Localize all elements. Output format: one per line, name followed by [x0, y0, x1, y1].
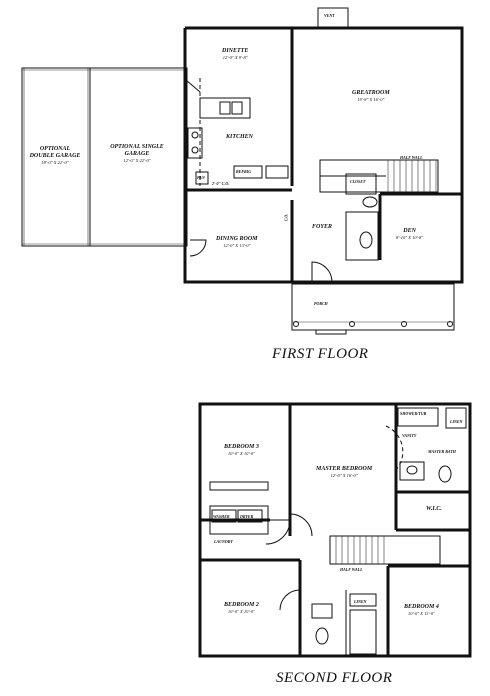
pan-label: PAN [197, 175, 205, 180]
pan-icon [195, 171, 209, 185]
closet-under-stair [345, 173, 377, 195]
porch-outline [291, 283, 455, 331]
linen-closet [445, 407, 467, 429]
den-label: DEN 8'-10" X 10'-8" [396, 228, 424, 240]
bedroom2-door-swing [279, 589, 301, 611]
vanity-icon [399, 461, 425, 481]
master-door-swing [289, 513, 313, 537]
refrigerator-icon [233, 165, 263, 179]
dryer-icon [237, 509, 263, 523]
porch-label: PORCH [314, 301, 328, 306]
porch [291, 283, 455, 335]
master-bath-fixtures [385, 407, 467, 483]
counter-angle [185, 79, 201, 93]
second-floor-title: SECOND FLOOR [276, 670, 393, 686]
laundry-label: LAUNDRY [214, 539, 233, 544]
shower-label: SHOWER/TUB [400, 411, 427, 416]
dryer-label: DRYER [240, 514, 254, 519]
double-garage-outline [21, 67, 188, 247]
toilet-icon [359, 231, 373, 249]
hall-bath-fixtures [311, 593, 377, 655]
coat-closet-label: C.O. [283, 213, 289, 222]
hall-tub-icon [349, 609, 377, 655]
hall-vanity-icon [311, 603, 333, 619]
greatroom-label: GREATROOM 19'-8" X 16'-0" [352, 90, 390, 102]
closet-bedroom3 [209, 481, 269, 491]
dining-room-label: DINING ROOM 12'-0" X 13'-0" [216, 236, 258, 248]
washer-icon [211, 509, 237, 523]
kitchen-counter-top [199, 97, 251, 119]
toilet-icon [438, 465, 452, 483]
kitchen-label: KITCHEN [226, 134, 254, 140]
linen2-label: LINEN [354, 599, 367, 604]
column-icon [349, 321, 355, 327]
first-floor-title: FIRST FLOOR [272, 346, 369, 362]
bedroom2-label: BEDROOM 2 10'-0" X 10'-0" [224, 602, 259, 614]
vent-box [317, 7, 349, 29]
upper-half-wall-label: HALF WALL [340, 567, 363, 572]
toilet-icon [315, 627, 329, 645]
master-bath-label: MASTER BATH [428, 449, 456, 454]
wic-label: W.I.C. [426, 506, 442, 512]
bedroom3-door-swing [265, 519, 291, 545]
sink-left-icon [219, 101, 231, 115]
burner-icon [191, 131, 199, 139]
burner-icon [191, 146, 199, 154]
bedroom3-label: BEDROOM 3 10'-0" X 10'-0" [224, 444, 259, 456]
second-floor-stairs [329, 535, 441, 565]
front-door-swing [311, 261, 333, 283]
first-floor-outer-wall [183, 26, 464, 284]
tub-icon [397, 407, 439, 427]
first-floor-stairs [319, 159, 439, 249]
column-icon [401, 321, 407, 327]
upper-stair-outline [329, 535, 441, 565]
washer-label: WASHER [213, 514, 230, 519]
sink-icon [362, 196, 378, 208]
master-bedroom-label: MASTER BEDROOM 12'-0" X 16'-0" [316, 466, 373, 478]
range-icon [187, 127, 203, 159]
bath-door-arc [385, 425, 404, 471]
kitchen-fixtures [185, 79, 289, 185]
sink-right-icon [231, 101, 243, 115]
column-icon [447, 321, 453, 327]
vent-label: VENT [324, 13, 335, 18]
double-garage-label: OPTIONAL DOUBLE GARAGE 18'-0" X 22'-0" [29, 146, 81, 165]
half-wall-label: HALF WALL [400, 155, 423, 160]
powder-room [345, 211, 379, 261]
side-door-swing [189, 239, 207, 257]
vanity-label: VANITY [402, 433, 417, 438]
dinette-label: DINETTE 12'-0" X 9'-8" [222, 48, 249, 60]
second-floor-walls [198, 402, 472, 658]
linen2-closet [349, 593, 377, 607]
refrig-label: REFRIG [236, 169, 252, 174]
foyer-label: FOYER [312, 224, 333, 230]
pantry-icon [265, 165, 289, 179]
bedroom4-label: BEDROOM 4 10'-0" X 11'-0" [404, 604, 439, 616]
garage-area [21, 67, 188, 247]
column-icon [293, 321, 299, 327]
porch-step [315, 329, 347, 335]
closet-label: CLOSET [350, 179, 366, 184]
closet-cc-label: 2'-0" C.O. [212, 181, 230, 186]
linen-label: LINEN [450, 419, 463, 424]
first-floor-walls [183, 26, 464, 284]
single-garage-label: OPTIONAL SINGLE GARAGE 12'-0" X 22'-0" [110, 144, 164, 163]
